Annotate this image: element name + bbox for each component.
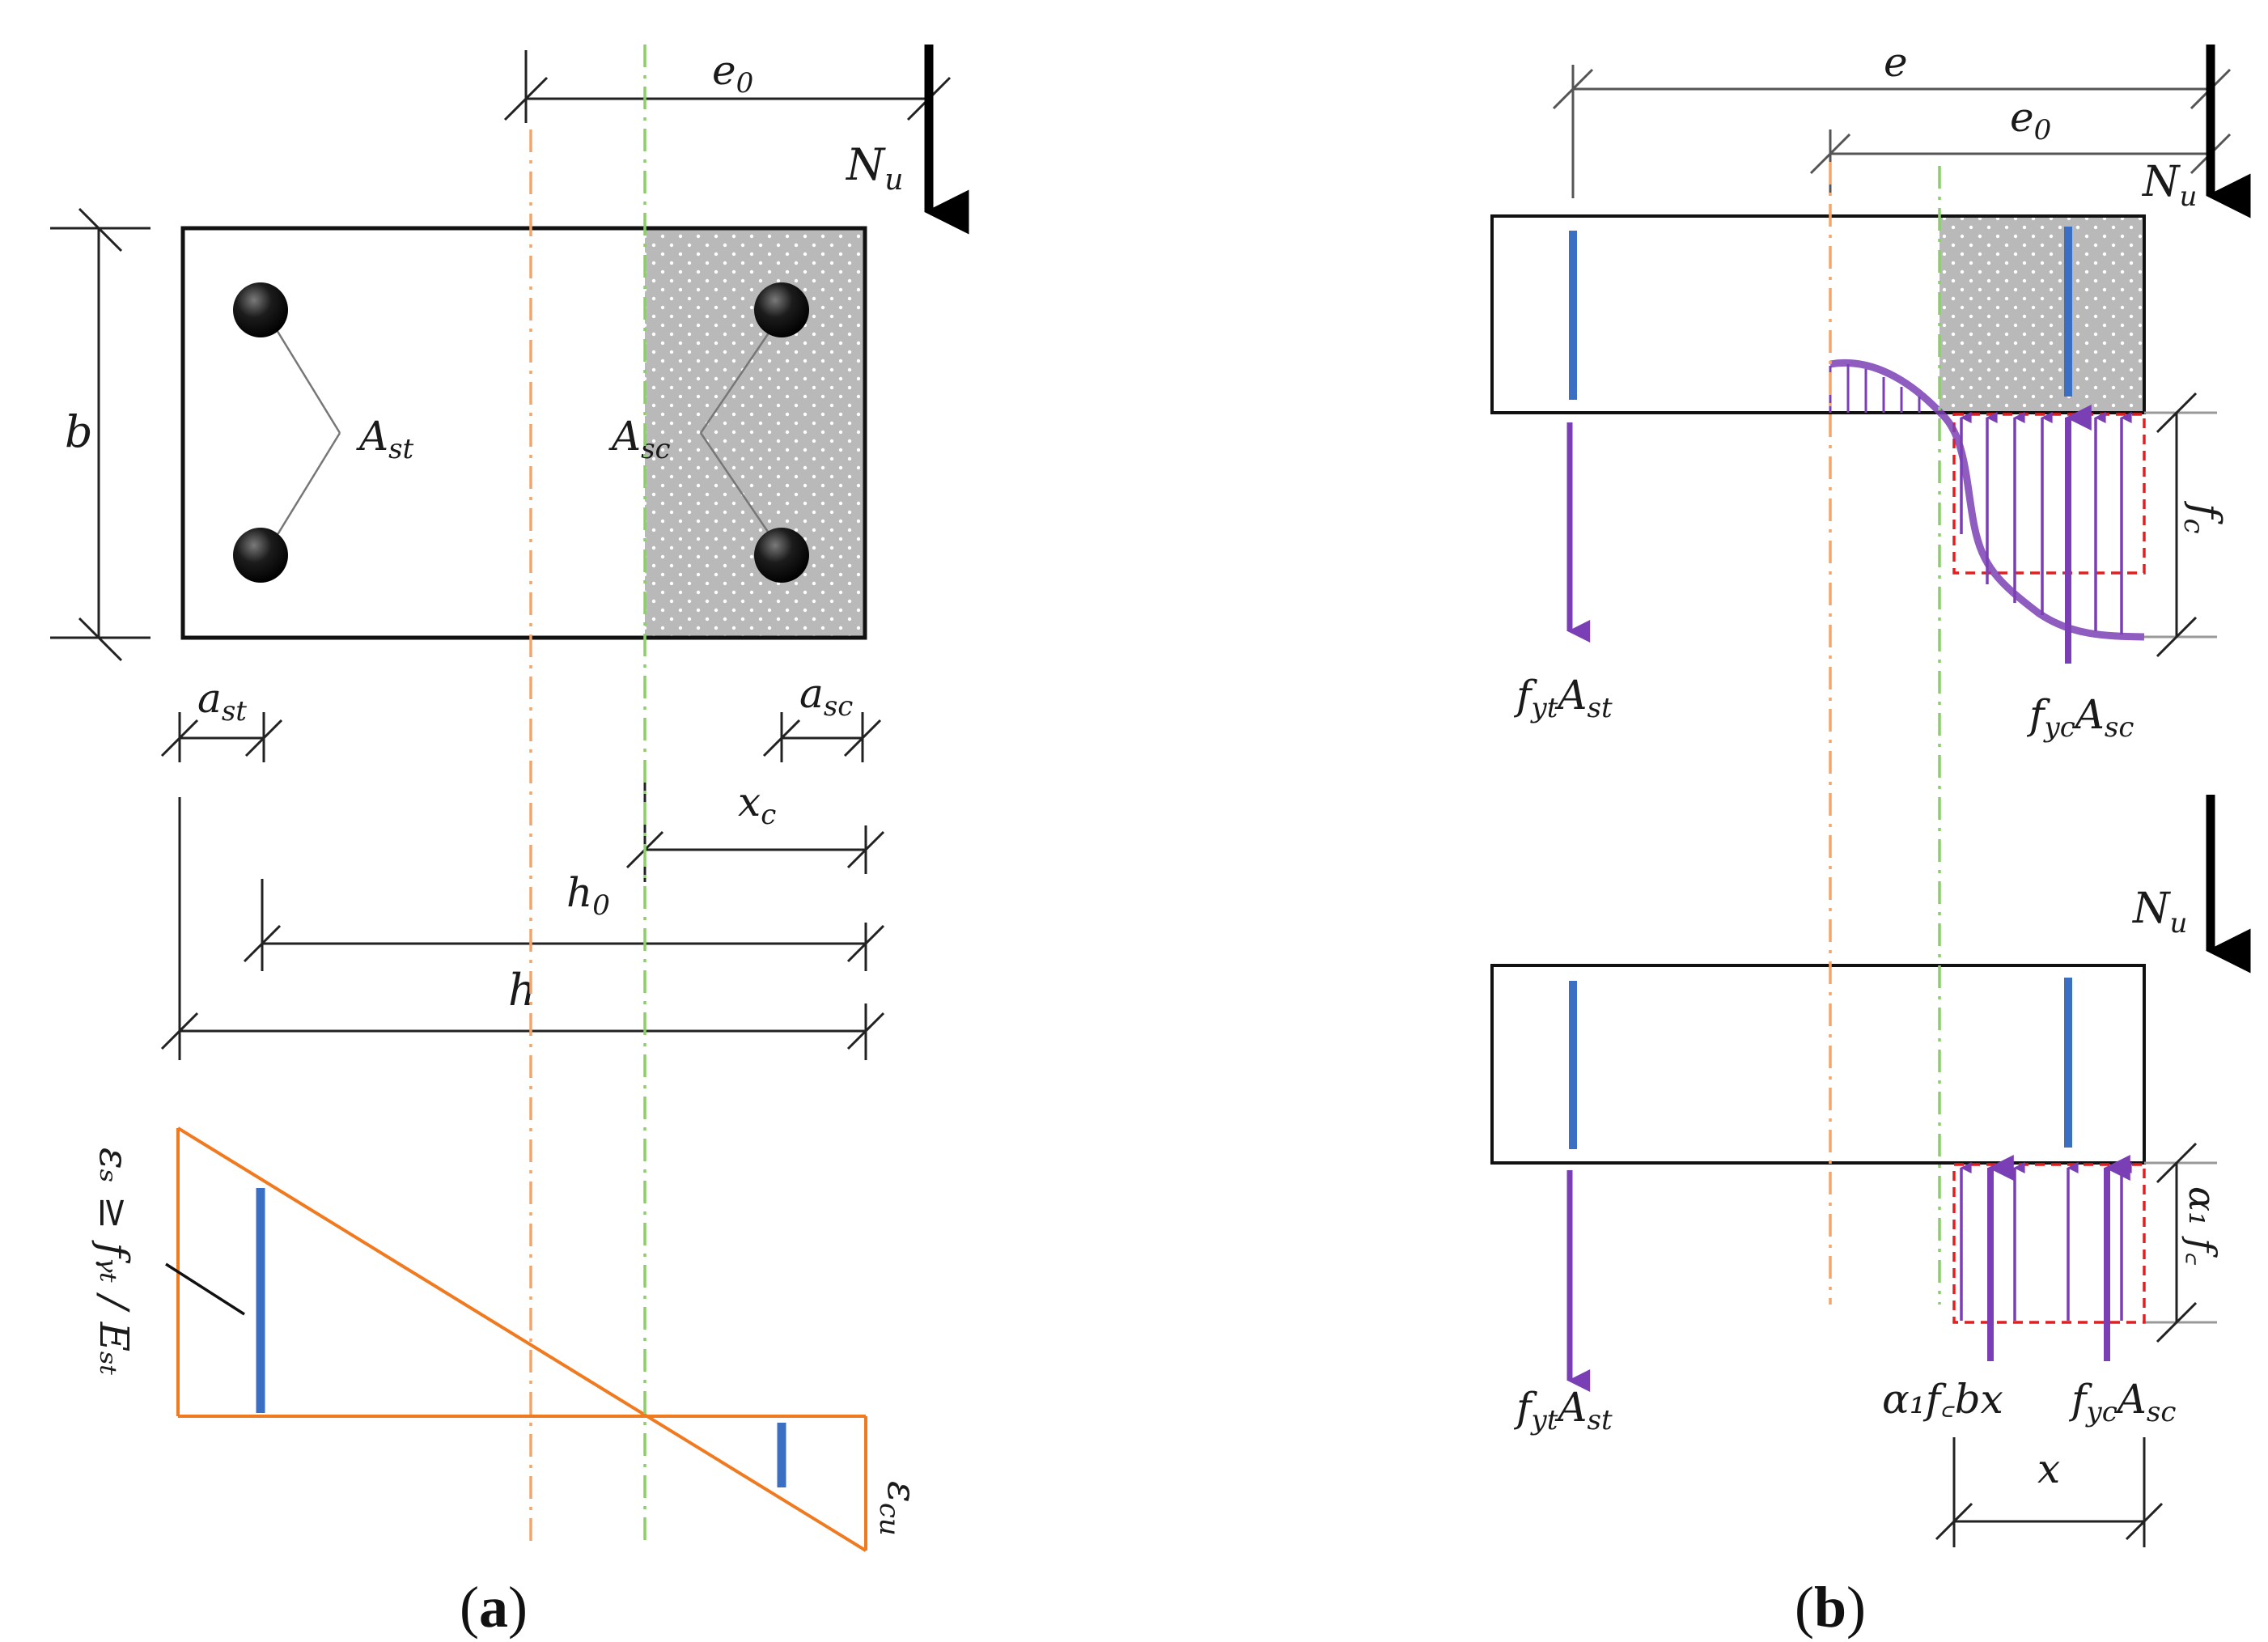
panel-a: e0 Nu Ast Asc b (50, 45, 969, 1640)
label-fc: fc (2177, 500, 2230, 534)
label-e0-b: e0 (2010, 94, 2051, 146)
section-outline-b-bottom (1490, 964, 2146, 1165)
label-Nu-b-top: Nu (2141, 158, 2197, 213)
stress-block-bottom (1952, 1142, 2217, 1361)
label-Ast: Ast (356, 413, 414, 465)
label-xc: xc (738, 779, 776, 831)
label-fyc-Asc-top: fycAsc (2026, 691, 2134, 744)
dim-h0 (243, 879, 885, 971)
dim-asc (762, 712, 882, 762)
strain-leader (165, 1262, 245, 1316)
dim-b (50, 207, 150, 662)
label-ecu: εcu (873, 1481, 926, 1536)
label-fyt-Ast-top: fytAst (1513, 672, 1613, 724)
section-outline-b-top (1490, 214, 2146, 414)
compression-zone-a (645, 228, 865, 638)
caption-a: (a) (460, 1575, 528, 1640)
label-asc: asc (799, 670, 853, 723)
label-h0: h0 (566, 869, 610, 922)
rebar-compression-top (754, 282, 809, 337)
leader-Ast (264, 311, 341, 434)
rebar-tension-bottom (233, 528, 288, 583)
rebar-tension-top (233, 282, 288, 337)
caption-b: (b) (1795, 1575, 1866, 1640)
label-e-b: e (1884, 39, 1908, 86)
stress-block-top (1829, 359, 2217, 664)
panel-b: e e0 Nu (1490, 39, 2251, 1640)
label-fyc-Asc-bottom: fycAsc (2068, 1376, 2176, 1428)
label-ast: ast (197, 675, 247, 728)
compression-zone-b (1939, 216, 2144, 413)
dim-h (160, 797, 885, 1060)
label-x: x (2037, 1445, 2060, 1492)
label-alpha1-fc-side: α₁ f꜀ (2181, 1186, 2224, 1265)
label-steel-strain: εₛ ≥ fᵧₜ / Eₛₜ (91, 1148, 138, 1375)
dim-ast (160, 712, 283, 762)
label-alpha1-fc-bx: α₁f꜀bx (1882, 1376, 2003, 1423)
label-b: b (65, 406, 93, 457)
strain-diagram (176, 1126, 867, 1552)
label-Nu-b-bottom: Nu (2131, 885, 2187, 940)
label-Nu-a: Nu (845, 139, 903, 197)
dim-e0-a (503, 50, 952, 123)
rebar-compression-bottom (754, 528, 809, 583)
label-e0-a: e0 (712, 47, 753, 100)
label-fyt-Ast-bottom: fytAst (1513, 1384, 1613, 1436)
section-outline-a (180, 226, 867, 640)
dim-x (1935, 1437, 2164, 1547)
